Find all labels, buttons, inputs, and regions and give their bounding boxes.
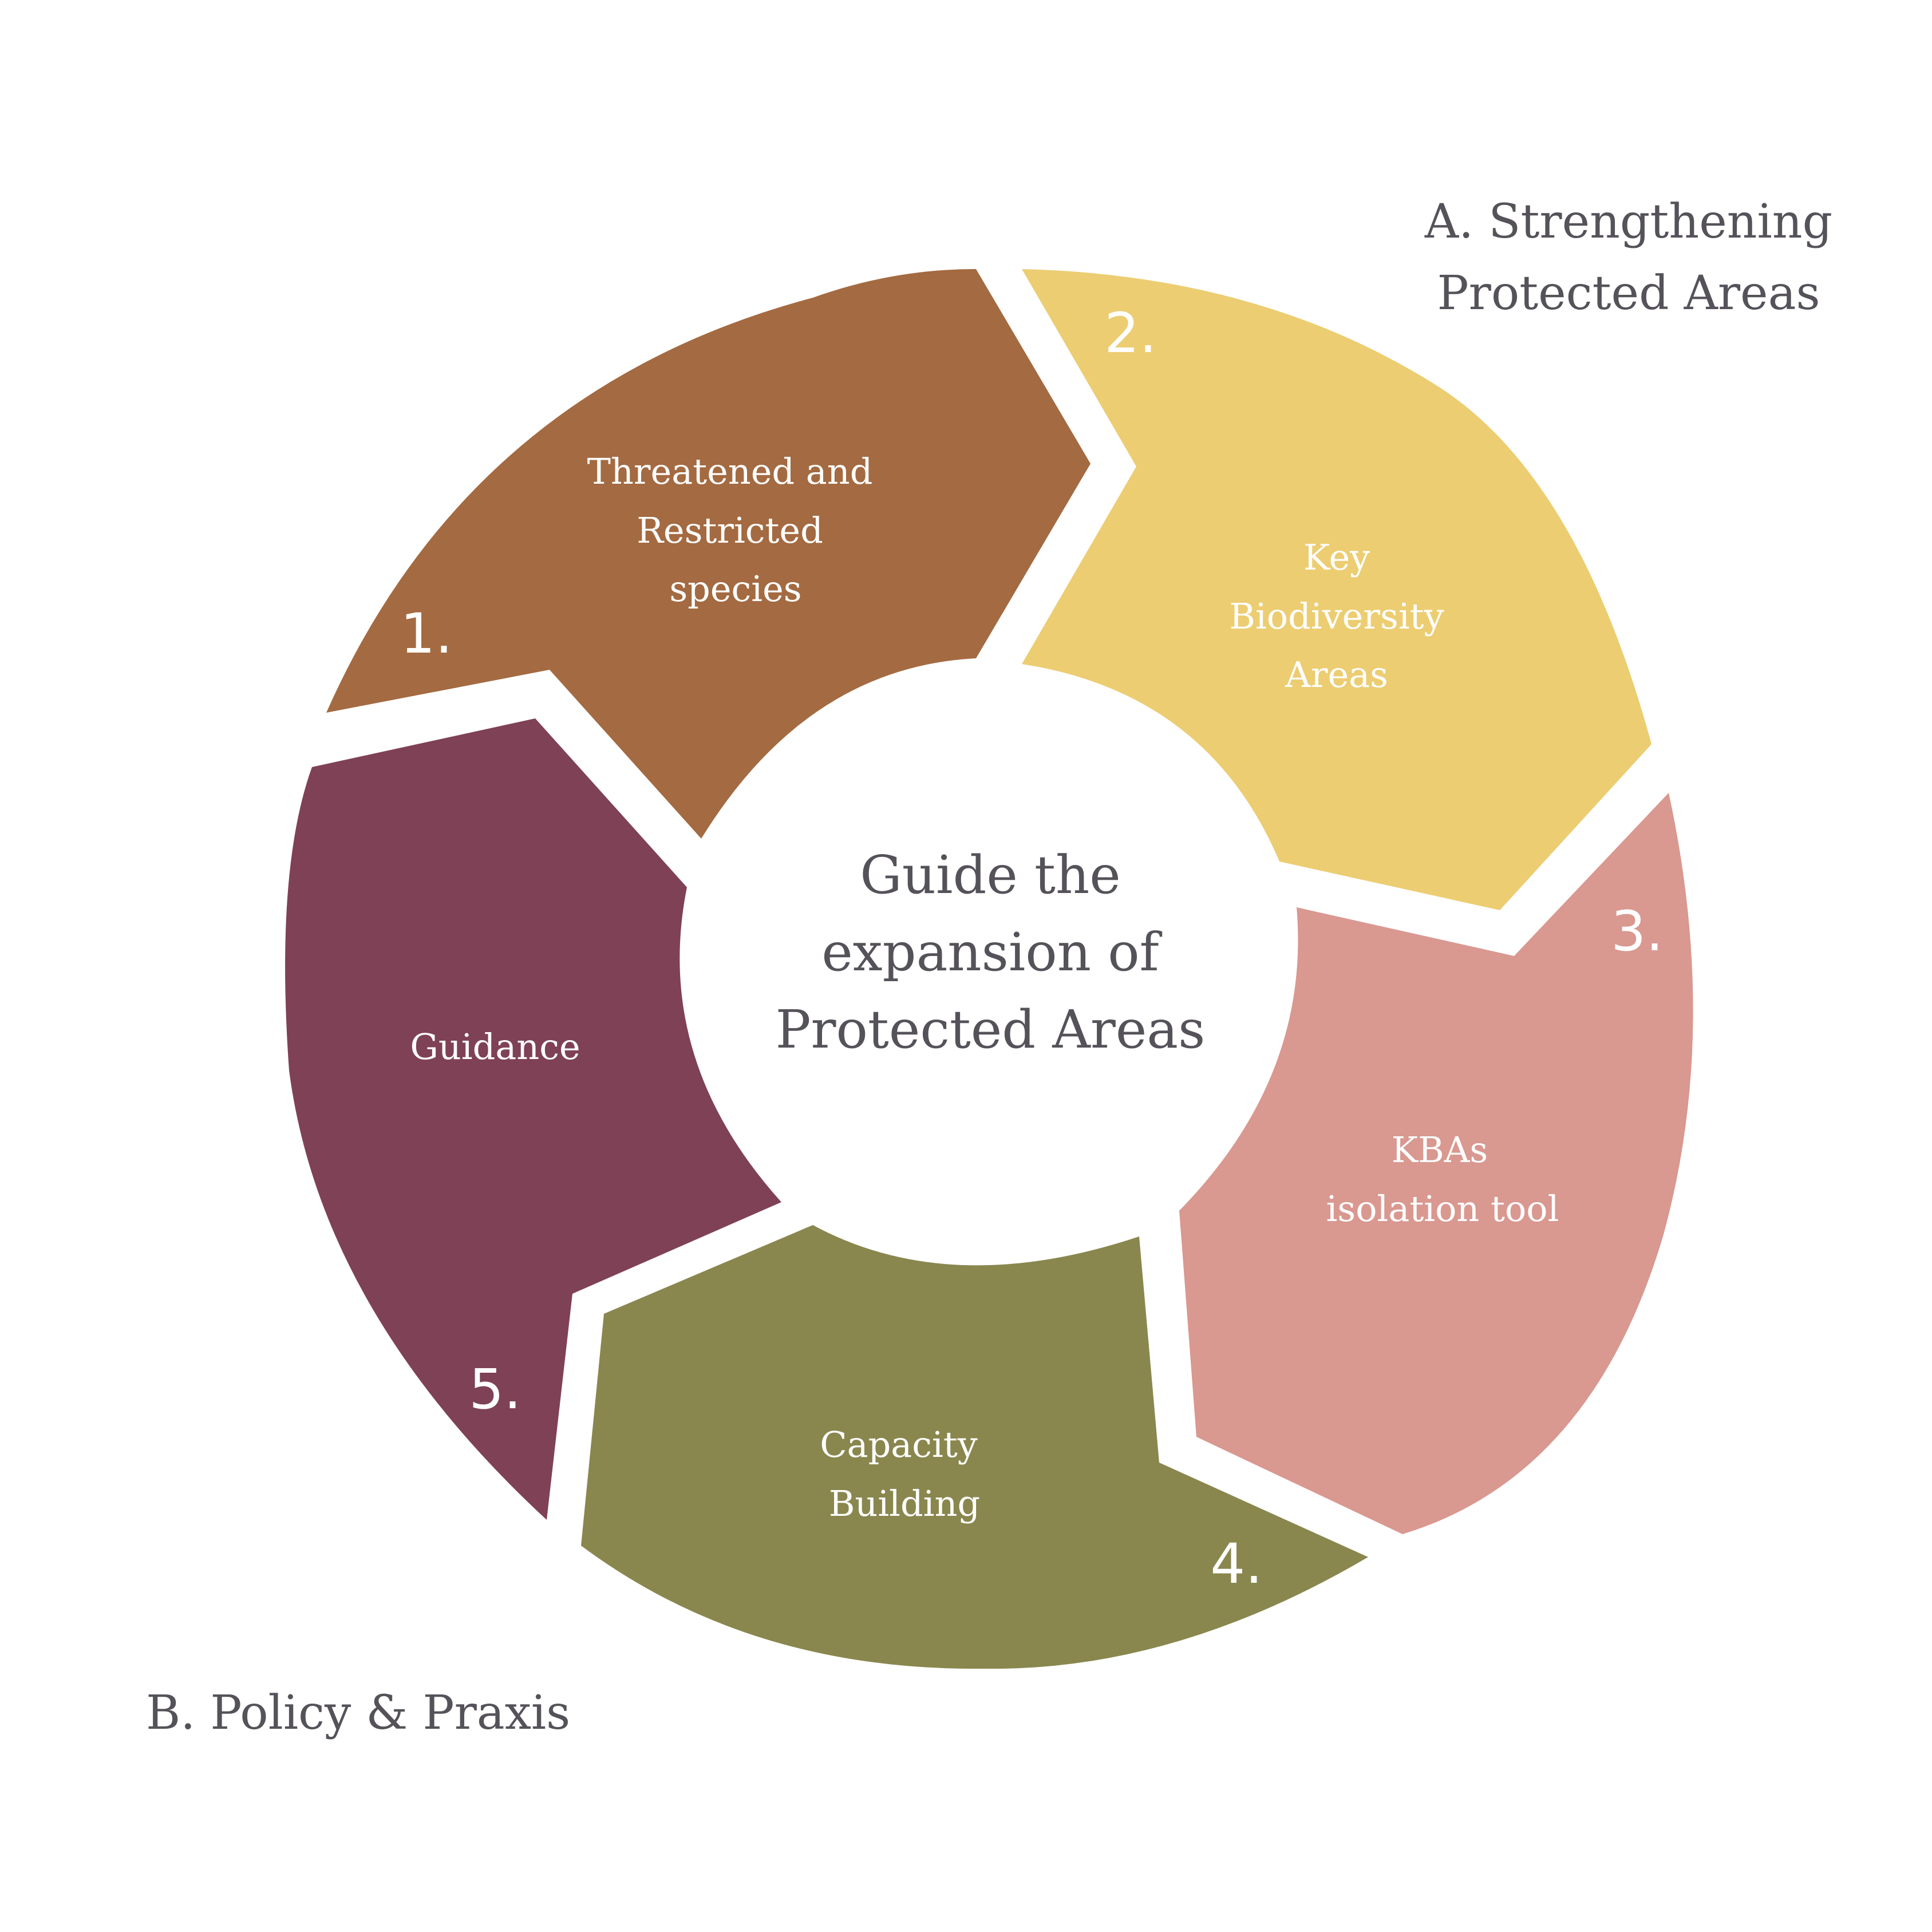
segment-5: 5. Guidance: [285, 718, 781, 1520]
center-title-line-1: Guide the: [860, 844, 1120, 906]
segment-1-label-line-2: Restricted: [637, 509, 823, 551]
segment-3-label-line-2: isolation tool: [1326, 1188, 1559, 1230]
group-a-label-line-1: A. Strengthening: [1424, 195, 1832, 249]
center-title: Guide the expansion of Protected Areas: [776, 844, 1206, 1060]
segment-4-label-line-2: Building: [829, 1483, 980, 1524]
segment-1: 1. Threatened and Restricted species: [326, 269, 1091, 839]
segment-3: 3. KBAs isolation tool: [1179, 793, 1693, 1534]
segment-4-label-line-1: Capacity: [820, 1424, 978, 1465]
segment-3-number: 3.: [1611, 899, 1664, 963]
center-title-line-3: Protected Areas: [776, 999, 1206, 1060]
segment-3-label-line-1: KBAs: [1392, 1129, 1488, 1171]
segment-1-label-line-1: Threatened and: [587, 451, 873, 492]
segment-5-number: 5.: [469, 1357, 521, 1421]
group-a-label: A. Strengthening Protected Areas: [1424, 195, 1832, 321]
segment-5-arrow: [285, 718, 781, 1520]
segment-2-arrow: [1022, 269, 1652, 910]
segment-1-label-line-3: species: [669, 568, 801, 610]
segment-2-label-line-2: Biodiversity: [1229, 595, 1444, 637]
segment-4-arrow: [581, 1225, 1368, 1669]
segment-2-label-line-3: Areas: [1285, 654, 1388, 696]
segment-1-arrow: [326, 269, 1091, 839]
group-a-label-line-2: Protected Areas: [1437, 266, 1820, 321]
segment-1-number: 1.: [400, 602, 453, 666]
segment-4-number: 4.: [1210, 1532, 1263, 1596]
center-title-line-2: expansion of: [821, 922, 1162, 983]
group-b-label-line-1: B. Policy & Praxis: [146, 1686, 570, 1740]
segment-2: 2. Key Biodiversity Areas: [1022, 269, 1652, 910]
group-b-label: B. Policy & Praxis: [146, 1686, 570, 1740]
segment-4: 4. Capacity Building: [581, 1225, 1368, 1669]
segment-3-arrow: [1179, 793, 1693, 1534]
segment-5-label-line-1: Guidance: [410, 1026, 580, 1068]
segment-2-label-line-1: Key: [1303, 536, 1370, 578]
segment-2-number: 2.: [1104, 301, 1157, 365]
